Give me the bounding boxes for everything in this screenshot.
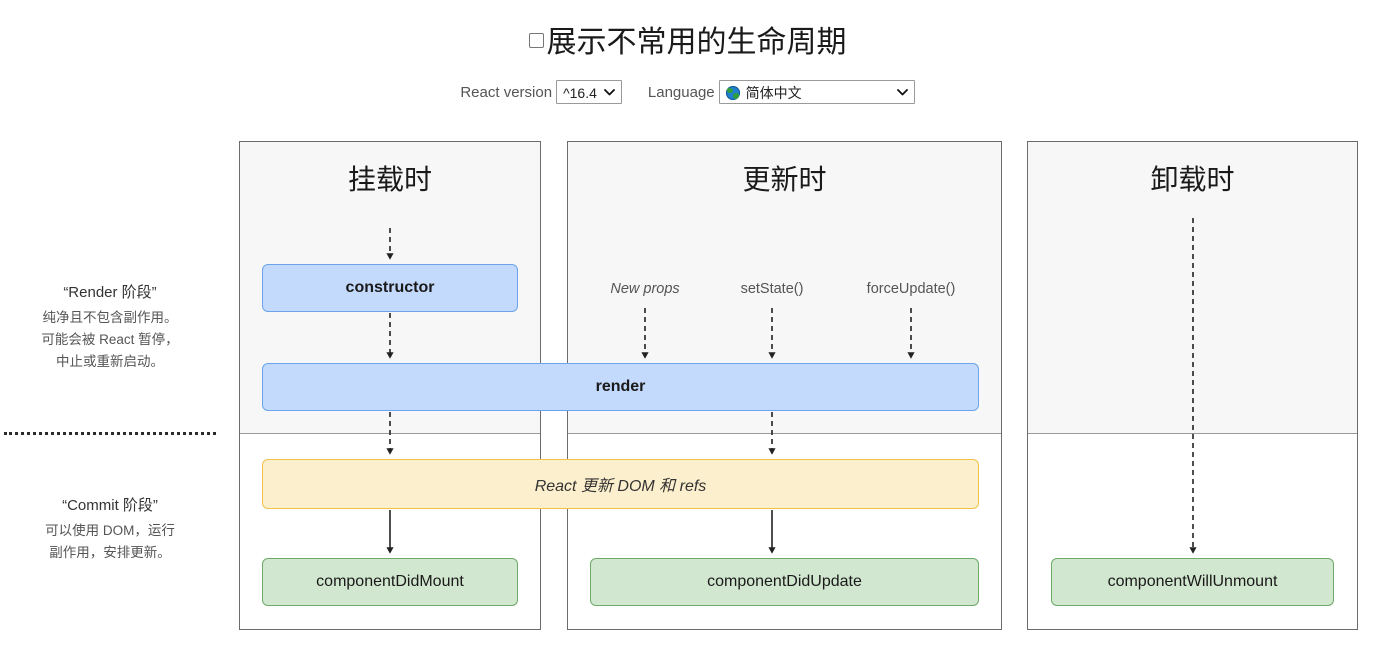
lifecycle-box-render[interactable]: render bbox=[262, 363, 979, 411]
legend-commit-phase: “Commit 阶段” 可以使用 DOM，运行 副作用，安排更新。 bbox=[4, 494, 216, 564]
lifecycle-box-component-did-update[interactable]: componentDidUpdate bbox=[590, 558, 979, 606]
legend-commit-phase-line2: 副作用，安排更新。 bbox=[49, 545, 171, 560]
lifecycle-box-component-will-unmount[interactable]: componentWillUnmount bbox=[1051, 558, 1334, 606]
page-title-text: 展示不常用的生命周期 bbox=[546, 26, 847, 59]
chevron-down-icon bbox=[603, 81, 615, 105]
controls-row: React version ^16.4 Language 简体中文 bbox=[0, 80, 1375, 104]
chevron-down-icon bbox=[896, 81, 908, 105]
column-unmounting-heading: 卸载时 bbox=[1150, 164, 1235, 195]
react-version-label: React version bbox=[460, 83, 553, 101]
lifecycle-box-component-did-mount[interactable]: componentDidMount bbox=[262, 558, 518, 606]
trigger-new-props: New props bbox=[610, 281, 680, 297]
legend-render-phase-line1: 纯净且不包含副作用。 bbox=[42, 310, 178, 325]
language-label: Language bbox=[647, 83, 715, 101]
legend-phase-divider bbox=[4, 432, 216, 435]
globe-icon bbox=[725, 86, 740, 100]
column-unmounting: 卸载时 bbox=[1027, 141, 1358, 630]
react-version-select[interactable]: ^16.4 bbox=[556, 80, 622, 104]
legend-render-phase-line3: 中止或重新启动。 bbox=[56, 354, 164, 369]
legend-commit-phase-line1: 可以使用 DOM，运行 bbox=[45, 523, 175, 538]
column-mounting-heading: 挂载时 bbox=[347, 164, 432, 195]
show-uncommon-lifecycles-checkbox[interactable] bbox=[528, 33, 544, 48]
legend-render-phase-line2: 可能会被 React 暂停， bbox=[41, 332, 179, 347]
react-version-value: ^16.4 bbox=[563, 85, 597, 101]
column-updating-heading: 更新时 bbox=[742, 164, 827, 195]
lifecycle-box-react-updates-dom-and-refs: React 更新 DOM 和 refs bbox=[262, 459, 979, 509]
language-value: 简体中文 bbox=[745, 85, 802, 101]
page-title: 展示不常用的生命周期 bbox=[0, 22, 1375, 64]
language-select[interactable]: 简体中文 bbox=[718, 80, 915, 105]
legend-render-phase-title: “Render 阶段” bbox=[63, 284, 157, 301]
legend-commit-phase-title: “Commit 阶段” bbox=[62, 497, 158, 514]
lifecycle-box-constructor[interactable]: constructor bbox=[262, 264, 518, 312]
trigger-set-state: setState() bbox=[740, 281, 804, 297]
trigger-force-update: forceUpdate() bbox=[866, 281, 956, 297]
legend-render-phase: “Render 阶段” 纯净且不包含副作用。 可能会被 React 暂停， 中止… bbox=[4, 281, 216, 373]
